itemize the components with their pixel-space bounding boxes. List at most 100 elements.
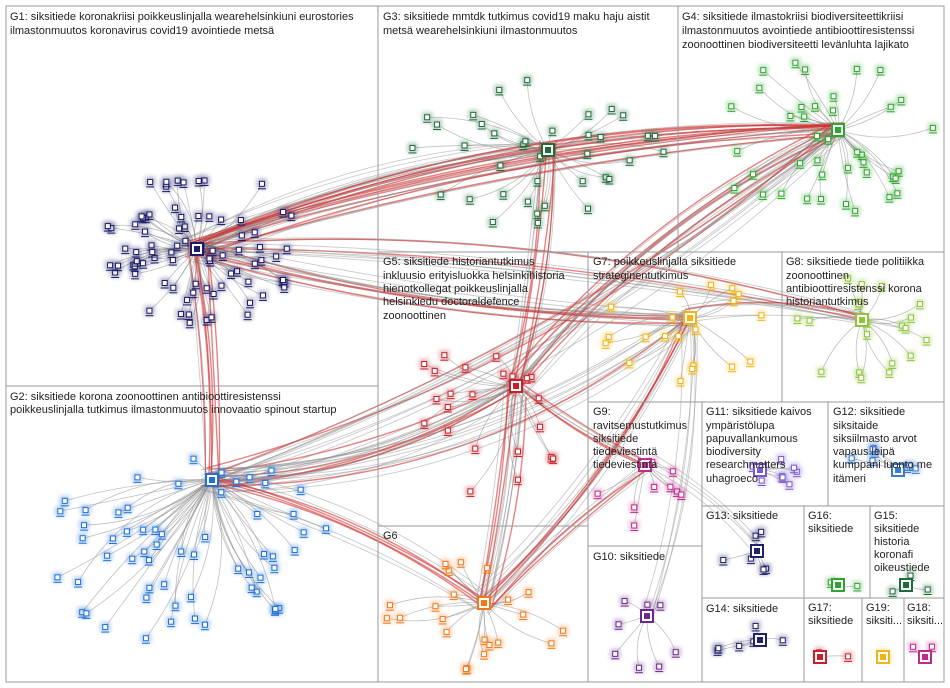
node-avatar[interactable] bbox=[261, 550, 268, 557]
node-avatar[interactable] bbox=[493, 353, 500, 360]
node-avatar[interactable] bbox=[444, 403, 451, 410]
node-avatar[interactable] bbox=[579, 178, 586, 185]
node-avatar[interactable] bbox=[107, 262, 114, 269]
node-avatar[interactable] bbox=[251, 260, 258, 267]
node-avatar[interactable] bbox=[146, 584, 153, 591]
node-avatar[interactable] bbox=[218, 216, 225, 223]
node-avatar[interactable] bbox=[819, 171, 826, 178]
node-avatar[interactable] bbox=[271, 564, 278, 571]
node-avatar[interactable] bbox=[675, 333, 682, 340]
node-avatar[interactable] bbox=[161, 279, 168, 286]
node-avatar[interactable] bbox=[81, 522, 88, 529]
node-avatar[interactable] bbox=[383, 615, 390, 622]
node-avatar[interactable] bbox=[525, 589, 532, 596]
node-avatar[interactable] bbox=[424, 114, 431, 121]
node-avatar[interactable] bbox=[597, 134, 604, 141]
node-avatar[interactable] bbox=[79, 535, 86, 542]
node-avatar[interactable] bbox=[549, 127, 556, 134]
node-avatar[interactable] bbox=[660, 148, 667, 155]
node-avatar[interactable] bbox=[677, 378, 684, 385]
node-avatar[interactable] bbox=[258, 180, 265, 187]
node-avatar[interactable] bbox=[82, 507, 89, 514]
node-avatar[interactable] bbox=[431, 367, 438, 374]
node-avatar[interactable] bbox=[437, 191, 444, 198]
node-avatar[interactable] bbox=[829, 107, 836, 114]
node-avatar[interactable] bbox=[191, 615, 198, 622]
node-avatar[interactable] bbox=[798, 103, 805, 110]
node-avatar[interactable] bbox=[467, 488, 474, 495]
node-avatar[interactable] bbox=[848, 455, 855, 462]
node-avatar[interactable] bbox=[206, 213, 213, 220]
node-avatar[interactable] bbox=[534, 210, 541, 217]
node-avatar[interactable] bbox=[450, 591, 457, 598]
node-avatar[interactable] bbox=[537, 423, 544, 430]
node-avatar[interactable] bbox=[887, 103, 894, 110]
node-avatar[interactable] bbox=[747, 358, 754, 365]
node-avatar[interactable] bbox=[129, 555, 136, 562]
node-avatar[interactable] bbox=[514, 448, 521, 455]
node-avatar[interactable] bbox=[707, 281, 714, 288]
node-avatar[interactable] bbox=[898, 96, 905, 103]
node-avatar[interactable] bbox=[735, 291, 742, 298]
node-avatar[interactable] bbox=[860, 159, 867, 166]
node-avatar[interactable] bbox=[297, 486, 304, 493]
node-avatar[interactable] bbox=[651, 483, 658, 490]
node-avatar[interactable] bbox=[778, 456, 785, 463]
node-avatar[interactable] bbox=[689, 365, 696, 372]
node-avatar[interactable] bbox=[813, 132, 820, 139]
node-avatar[interactable] bbox=[669, 314, 676, 321]
node-avatar[interactable] bbox=[478, 120, 485, 127]
node-avatar[interactable] bbox=[170, 284, 177, 291]
node-avatar[interactable] bbox=[432, 603, 439, 610]
node-avatar[interactable] bbox=[758, 528, 765, 535]
node-avatar[interactable] bbox=[626, 359, 633, 366]
node-avatar[interactable] bbox=[602, 340, 609, 347]
node-avatar[interactable] bbox=[804, 195, 811, 202]
node-avatar[interactable] bbox=[433, 121, 440, 128]
node-avatar[interactable] bbox=[842, 201, 849, 208]
node-avatar[interactable] bbox=[238, 232, 245, 239]
node-avatar[interactable] bbox=[178, 213, 185, 220]
node-avatar[interactable] bbox=[190, 455, 197, 462]
node-avatar[interactable] bbox=[734, 148, 741, 155]
node-avatar[interactable] bbox=[219, 252, 226, 259]
node-avatar[interactable] bbox=[902, 325, 909, 332]
node-avatar[interactable] bbox=[792, 59, 799, 66]
node-avatar[interactable] bbox=[672, 649, 679, 656]
node-avatar[interactable] bbox=[169, 257, 176, 264]
node-avatar[interactable] bbox=[218, 282, 225, 289]
node-avatar[interactable] bbox=[163, 178, 170, 185]
node-avatar[interactable] bbox=[812, 103, 819, 110]
node-avatar[interactable] bbox=[138, 213, 145, 220]
node-avatar[interactable] bbox=[500, 191, 507, 198]
node-avatar[interactable] bbox=[756, 84, 763, 91]
node-avatar[interactable] bbox=[818, 368, 825, 375]
node-avatar[interactable] bbox=[760, 67, 767, 74]
node-avatar[interactable] bbox=[441, 352, 448, 359]
node-avatar[interactable] bbox=[759, 191, 766, 198]
node-avatar[interactable] bbox=[182, 237, 189, 244]
node-avatar[interactable] bbox=[187, 593, 194, 600]
node-avatar[interactable] bbox=[143, 594, 150, 601]
node-avatar[interactable] bbox=[421, 360, 428, 367]
node-avatar[interactable] bbox=[642, 333, 649, 340]
node-avatar[interactable] bbox=[123, 528, 130, 535]
node-avatar[interactable] bbox=[180, 179, 187, 186]
node-avatar[interactable] bbox=[83, 610, 90, 617]
node-avatar[interactable] bbox=[218, 489, 225, 496]
node-avatar[interactable] bbox=[186, 319, 193, 326]
node-avatar[interactable] bbox=[535, 395, 542, 402]
node-avatar[interactable] bbox=[852, 207, 859, 214]
node-avatar[interactable] bbox=[863, 331, 870, 338]
node-avatar[interactable] bbox=[124, 504, 131, 511]
node-avatar[interactable] bbox=[818, 196, 825, 203]
node-avatar[interactable] bbox=[134, 474, 141, 481]
node-avatar[interactable] bbox=[523, 375, 530, 382]
node-avatar[interactable] bbox=[149, 249, 156, 256]
node-avatar[interactable] bbox=[140, 526, 147, 533]
node-avatar[interactable] bbox=[247, 299, 254, 306]
node-avatar[interactable] bbox=[386, 602, 393, 609]
node-avatar[interactable] bbox=[57, 508, 64, 515]
node-avatar[interactable] bbox=[290, 511, 297, 518]
node-avatar[interactable] bbox=[202, 533, 209, 540]
